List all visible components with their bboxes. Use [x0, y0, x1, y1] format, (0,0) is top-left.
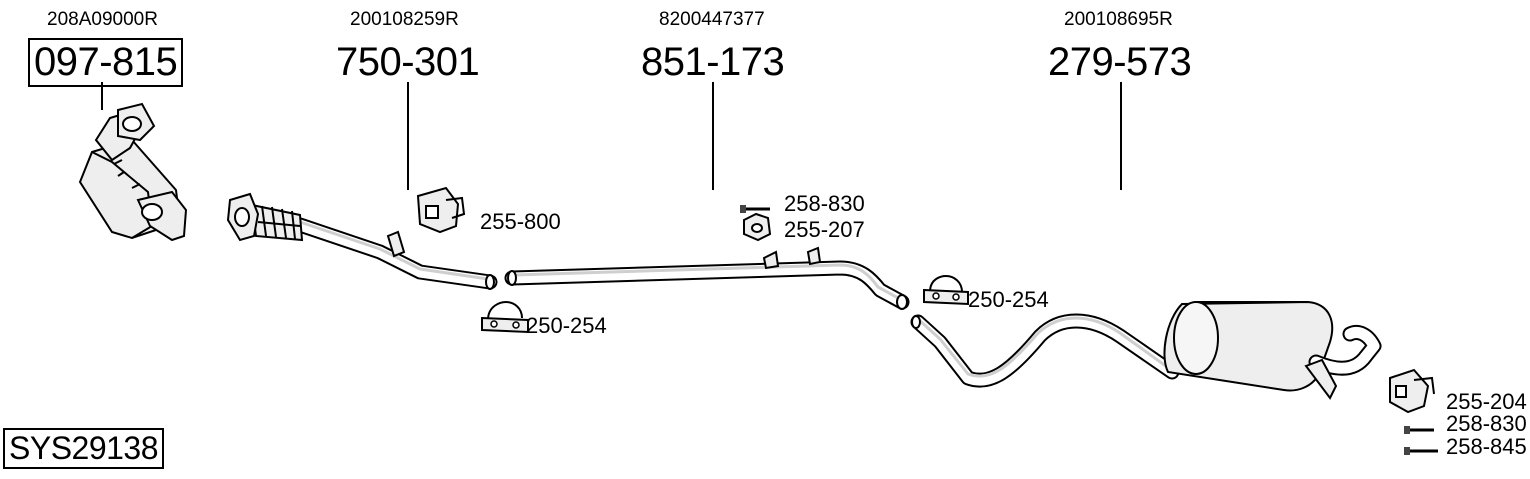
rear-silencer	[910, 300, 1382, 400]
part-number-catalytic-converter[interactable]: 097-815	[28, 38, 184, 87]
accessory-clamp-middle[interactable]: 250-254	[968, 287, 1049, 312]
accessory-rubber-mount-front[interactable]: 255-800	[480, 209, 561, 234]
middle-pipe	[504, 246, 910, 310]
oe-number-front-pipe: 200108259R	[350, 9, 459, 30]
part-number-middle-pipe[interactable]: 851-173	[641, 40, 785, 84]
accessory-bolt-rear-1[interactable]: 258-830	[1446, 411, 1527, 436]
system-code: SYS29138	[3, 428, 165, 469]
rubber-mount-icon	[1389, 368, 1435, 414]
front-pipe	[226, 192, 498, 290]
rubber-mount-icon	[416, 186, 466, 234]
accessory-bolt-rear-2[interactable]: 258-845	[1446, 434, 1527, 459]
bolt-icon	[1404, 447, 1438, 455]
bolt-icon	[740, 205, 770, 213]
oe-number-middle-pipe: 8200447377	[659, 9, 765, 30]
bolt-icon	[1404, 426, 1434, 434]
oe-number-catalytic-converter: 208A09000R	[47, 9, 158, 30]
pipe-clamp-icon	[481, 300, 529, 334]
accessory-bolt-middle[interactable]: 258-830	[784, 191, 865, 216]
part-number-rear-silencer[interactable]: 279-573	[1048, 40, 1192, 84]
part-number-front-pipe[interactable]: 750-301	[336, 40, 480, 84]
oe-number-rear-silencer: 200108695R	[1064, 9, 1173, 30]
accessory-rubber-ring-middle[interactable]: 255-207	[784, 217, 865, 242]
pipe-clamp-icon	[923, 274, 969, 306]
catalytic-converter	[78, 102, 188, 242]
rubber-ring-icon	[743, 212, 772, 242]
accessory-rubber-mount-rear[interactable]: 255-204	[1446, 389, 1527, 414]
accessory-clamp-front[interactable]: 250-254	[526, 313, 607, 338]
